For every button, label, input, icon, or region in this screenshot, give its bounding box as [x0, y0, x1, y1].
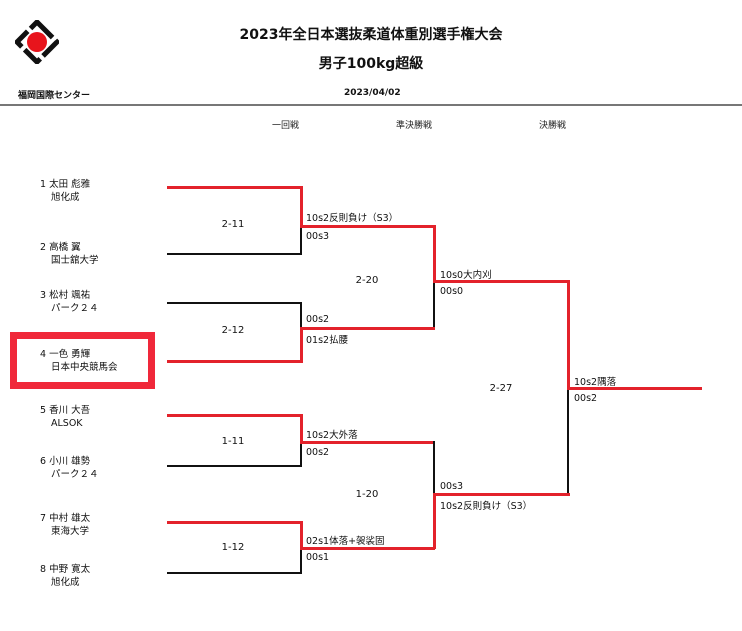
match-score: 00s2 — [306, 447, 330, 458]
bracket-line-winner — [433, 493, 570, 496]
player-entry[interactable]: 7 中村 雄太東海大学 — [40, 513, 91, 537]
match-id: 2-20 — [355, 275, 379, 286]
bracket-line — [300, 548, 302, 574]
player-entry[interactable]: 3 松村 颯祐パーク２４ — [40, 290, 99, 314]
match-score: 02s1体落+袈裟固 — [306, 536, 385, 547]
bracket-line-winner — [300, 521, 303, 549]
player-name: 中野 寛太 — [49, 564, 91, 575]
match-score: 00s3 — [306, 231, 330, 242]
bracket-line-winner — [433, 493, 436, 549]
match-score: 10s2大外落 — [306, 430, 358, 441]
bracket-line-winner — [300, 547, 435, 550]
venue: 福岡国際センター — [18, 91, 91, 101]
match-score: 00s1 — [306, 552, 330, 563]
bracket-line-winner — [167, 186, 302, 189]
bracket-line-winner — [433, 280, 569, 283]
header-divider — [0, 104, 742, 106]
match-score: 10s2反則負け（S3） — [440, 501, 533, 512]
match-score: 00s2 — [306, 314, 330, 325]
player-name: 高橋 翼 — [49, 242, 81, 253]
player-team: ALSOK — [51, 418, 83, 429]
bracket-line-winner — [300, 441, 435, 444]
bracket-line-winner — [167, 360, 302, 363]
round-label-semifinal: 準決勝戦 — [396, 121, 433, 131]
bracket-line-winner — [300, 327, 303, 363]
match-id: 1-11 — [221, 436, 245, 447]
weight-class: 男子100kg超級 — [318, 56, 424, 72]
player-entry[interactable]: 6 小川 雄勢パーク２４ — [40, 456, 99, 480]
bracket-line-winner — [300, 186, 303, 227]
bracket-line-winner — [167, 521, 302, 524]
bracket-line-winner — [167, 414, 302, 417]
highlighted-player-box — [10, 332, 155, 389]
player-entry[interactable]: 2 高橋 翼国士舘大学 — [40, 242, 99, 266]
player-team: 東海大学 — [51, 526, 90, 537]
match-id: 2-12 — [221, 325, 245, 336]
round-label-first: 一回戦 — [272, 121, 300, 131]
match-score: 10s2反則負け（S3） — [306, 213, 399, 224]
match-score: 01s2払腰 — [306, 335, 349, 346]
player-team: 旭化成 — [51, 577, 80, 588]
match-score: 10s0大内刈 — [440, 270, 492, 281]
bracket-line — [167, 465, 302, 467]
match-score: 00s0 — [440, 286, 464, 297]
bracket-line — [167, 253, 302, 255]
match-score: 10s2隅落 — [574, 377, 617, 388]
bracket-line-winner — [433, 225, 436, 282]
player-team: パーク２４ — [51, 469, 99, 480]
player-name: 松村 颯祐 — [49, 290, 91, 301]
player-name: 香川 大吾 — [49, 405, 91, 416]
match-id: 2-27 — [489, 383, 513, 394]
champion-line — [567, 387, 702, 390]
bracket-line — [433, 441, 435, 495]
player-name: 中村 雄太 — [49, 513, 91, 524]
round-label-final: 決勝戦 — [539, 121, 567, 131]
judo-federation-logo — [13, 18, 61, 66]
player-name: 太田 彪雅 — [49, 179, 91, 190]
bracket-line-winner — [567, 280, 570, 389]
bracket-line — [167, 302, 302, 304]
match-id: 1-12 — [221, 542, 245, 553]
date: 2023/04/02 — [344, 88, 401, 98]
tournament-title: 2023年全日本選抜柔道体重別選手権大会 — [239, 27, 503, 43]
bracket-line — [300, 302, 302, 329]
match-id: 2-11 — [221, 219, 245, 230]
bracket-line — [167, 572, 302, 574]
bracket-line — [300, 442, 302, 467]
bracket-line — [300, 226, 302, 255]
bracket-line-winner — [300, 225, 435, 228]
match-id: 1-20 — [355, 489, 379, 500]
player-name: 小川 雄勢 — [49, 456, 91, 467]
bracket-line — [567, 388, 569, 495]
match-score: 00s2 — [574, 393, 598, 404]
player-team: 旭化成 — [51, 192, 80, 203]
bracket-line-winner — [300, 327, 435, 330]
player-team: パーク２４ — [51, 303, 99, 314]
player-entry[interactable]: 4 一色 勇輝日本中央競馬会 — [40, 349, 118, 373]
match-score: 00s3 — [440, 481, 464, 492]
player-team: 日本中央競馬会 — [51, 362, 118, 373]
player-team: 国士舘大学 — [51, 255, 99, 266]
player-entry[interactable]: 1 太田 彪雅旭化成 — [40, 179, 91, 203]
player-name: 一色 勇輝 — [49, 349, 91, 360]
player-entry[interactable]: 8 中野 寛太旭化成 — [40, 564, 91, 588]
bracket-line-winner — [300, 414, 303, 443]
bracket-line — [433, 281, 435, 329]
